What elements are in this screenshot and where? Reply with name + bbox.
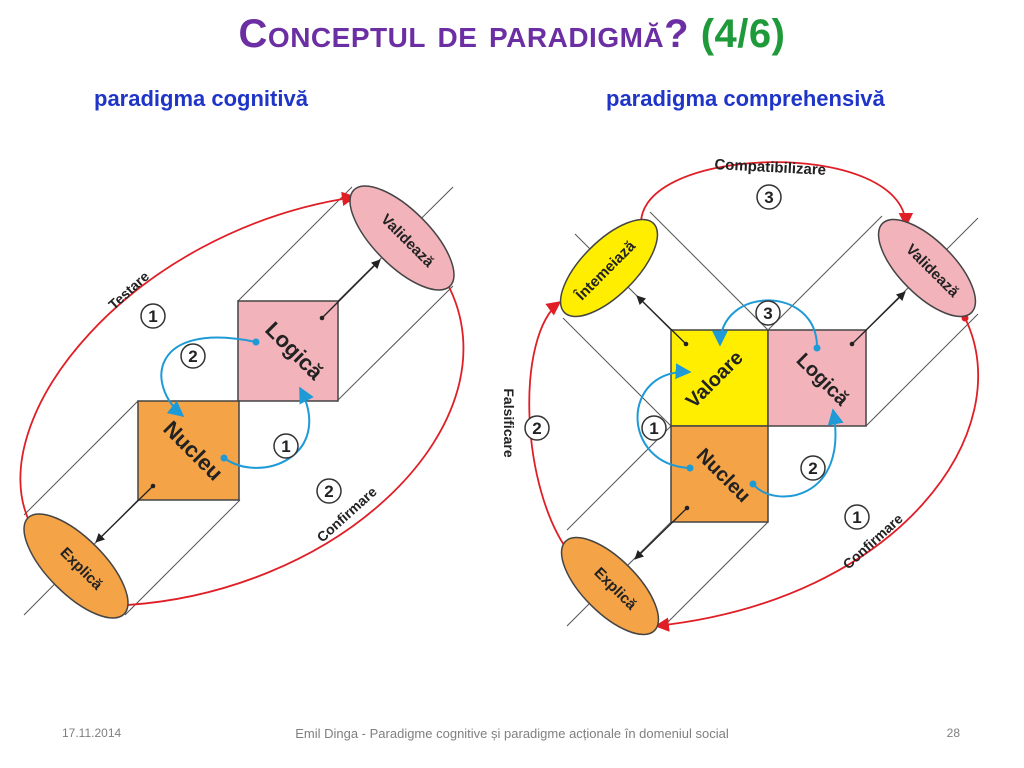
right-blue-arc-dot <box>686 464 694 472</box>
left-blue-arc-2 <box>160 336 257 418</box>
right-compatibilizare-label: Compatibilizare <box>714 156 826 179</box>
left-valideaza-oval <box>349 185 455 291</box>
right-arrow-dot <box>683 341 689 347</box>
left-num-1b: 1 <box>273 433 299 459</box>
left-arrow-logica-valideaza <box>321 259 381 319</box>
right-arrow-logica-valideaza <box>851 291 906 345</box>
right-arrow-dot <box>849 341 855 347</box>
left-nucleu-box <box>137 400 240 501</box>
arc-confirmare-right-line <box>654 317 980 632</box>
svg-text:2: 2 <box>188 347 197 366</box>
slide-title-main: Conceptul de paradigmă? <box>238 12 690 56</box>
right-falsificare-label: Falsificare <box>501 388 517 457</box>
slide-title: Conceptul de paradigmă? (4/6) <box>0 12 1024 57</box>
left-testare-label: Testare <box>105 268 152 313</box>
svg-text:2: 2 <box>532 419 541 438</box>
arc-compatibilizare-line <box>640 161 914 233</box>
footer-date: 17.11.2014 <box>62 726 122 740</box>
right-blue-arc-dot <box>749 480 757 488</box>
left-diagram: 1 2 1 2 Logică Nucleu Validează Explică … <box>19 185 465 619</box>
left-arrow-dot <box>150 483 156 489</box>
right-arrow-valoare-intemeiaza <box>636 295 687 345</box>
left-num-2a: 2 <box>180 343 206 369</box>
right-blue-arc-dot <box>813 344 821 352</box>
right-arrow-nucleu-explica <box>634 507 688 560</box>
slide-title-part: (4/6) <box>700 12 786 56</box>
footer-author-title: Emil Dinga - Paradigme cognitive și para… <box>295 726 729 741</box>
svg-text:1: 1 <box>649 419 658 438</box>
right-num-3b: 3 <box>755 300 781 326</box>
svg-text:3: 3 <box>764 188 773 207</box>
svg-text:1: 1 <box>281 437 290 456</box>
right-blue-arc-2 <box>752 408 844 498</box>
left-blue-arc-dot <box>252 338 260 346</box>
subtitle-comprehensive: paradigma comprehensivă <box>606 86 885 111</box>
right-diagram: 3 2 3 1 2 1 Valoare Logică Nucleu Înteme… <box>501 156 980 636</box>
arc-testare-line <box>19 191 357 524</box>
right-valideaza-oval <box>877 218 977 318</box>
right-intemeiaza-oval <box>559 218 659 318</box>
subtitle-cognitive: paradigma cognitivă <box>94 86 308 111</box>
left-num-2b: 2 <box>316 478 342 504</box>
footer-page-number: 28 <box>946 726 960 740</box>
svg-text:3: 3 <box>763 304 772 323</box>
right-arrow-dot <box>684 505 690 511</box>
left-arrow-nucleu-explica <box>95 485 154 543</box>
svg-text:1: 1 <box>852 508 861 527</box>
left-blue-arc-dot <box>220 454 228 462</box>
left-num-1a: 1 <box>140 303 166 329</box>
right-num-2a: 2 <box>524 415 550 441</box>
left-arrow-dot <box>319 315 325 321</box>
right-explica-oval <box>560 536 660 636</box>
right-num-1a: 1 <box>641 415 667 441</box>
svg-text:1: 1 <box>148 307 157 326</box>
right-num-3a: 3 <box>756 184 782 210</box>
right-num-1b: 1 <box>844 504 870 530</box>
svg-text:2: 2 <box>808 459 817 478</box>
right-blue-arc-1 <box>636 363 692 469</box>
right-num-2b: 2 <box>800 455 826 481</box>
arc-confirmare-line <box>105 282 465 613</box>
left-explica-oval <box>23 513 129 619</box>
arc-falsificare-line <box>528 301 572 556</box>
svg-text:2: 2 <box>324 482 333 501</box>
